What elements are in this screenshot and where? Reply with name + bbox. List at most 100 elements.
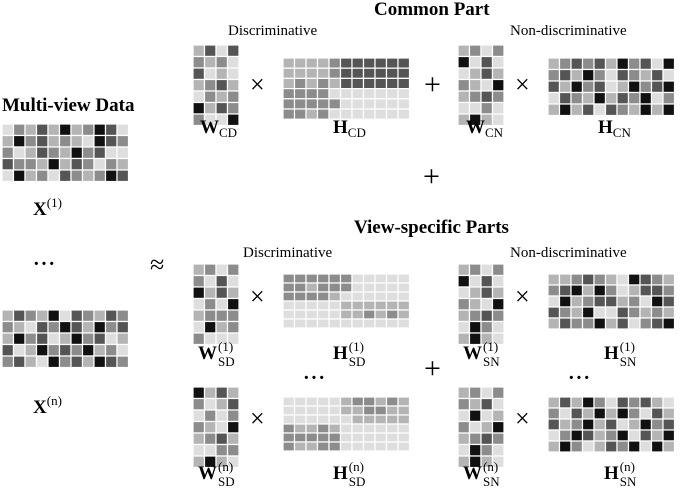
matrix-cell [650,284,664,297]
times-operator-cn: × [515,70,530,99]
matrix-h-cd [282,57,411,120]
matrix-cell [547,103,561,117]
matrix-cell [604,273,618,286]
matrix-cell [593,429,607,442]
matrix-cell [650,418,664,431]
matrix-cell [570,418,584,431]
matrix-cell [627,57,641,71]
matrix-cell [570,407,584,420]
matrix-cell [81,332,95,346]
common-part-heading: Common Part [374,0,490,20]
matrix-cell [81,355,95,369]
matrix-cell [457,443,471,457]
matrix-cell [24,157,38,171]
label-w-sdn: W(n)SD [198,459,235,489]
matrix-cell [316,87,330,100]
plus-operator-specific: + [424,352,441,385]
matrix-cell [339,405,353,416]
matrix-cell [93,169,107,183]
matrix-cell [305,396,319,407]
matrix-cell [604,429,618,442]
matrix-cell [570,91,584,105]
matrix-cell [116,332,130,346]
matrix-cell [293,273,307,284]
matrix-cell [293,414,307,425]
matrix-cell [570,57,584,71]
matrix-cell [570,273,584,286]
matrix-cell [12,332,26,346]
matrix-cell [192,320,206,334]
matrix-cell [293,67,307,79]
matrix-cell [192,309,206,323]
label-h-sdn: H(n)SD [333,459,366,489]
label-xn: X(n) [33,393,62,418]
times-operator-cd: × [250,70,265,99]
matrix-cell [293,291,307,302]
matrix-cell [70,355,84,369]
matrix-cell [282,432,296,443]
matrix-cell [226,44,240,58]
matrix-cell [491,263,505,277]
label-w-sd1: W(1)SD [198,339,235,369]
matrix-cell [639,396,653,409]
matrix-cell [457,409,471,423]
matrix-h-snn [547,396,676,453]
matrix-cell [226,113,240,127]
matrix-cell [616,295,630,308]
matrix-cell [1,332,15,346]
matrix-cell [457,90,471,104]
matrix-cell [70,332,84,346]
matrix-cell [215,78,229,92]
matrix-cell [593,295,607,308]
matrix-cell [604,68,618,82]
matrix-cell [362,67,376,79]
matrix-cell [639,273,653,286]
matrix-cell [93,343,107,357]
matrix-cell [293,423,307,434]
matrix-cell [374,396,388,407]
matrix-cell [192,44,206,58]
matrix-cell [581,284,595,297]
label-w-cn: WCN [466,117,504,140]
matrix-cell [468,443,482,457]
matrix-cell [570,317,584,330]
matrix-cell [351,291,365,302]
matrix-cell [226,420,240,434]
matrix-cell [70,134,84,148]
matrix-cell [662,396,676,409]
matrix-cell [491,409,505,423]
matrix-cell [397,423,411,434]
matrix-cell [81,146,95,160]
matrix-cell [1,343,15,357]
matrix-cell [351,282,365,293]
matrix-cell [293,57,307,69]
matrix-cell [480,443,494,457]
matrix-cell [558,306,572,319]
matrix-cell [328,300,342,311]
matrix-cell [558,440,572,453]
matrix-cell [547,429,561,442]
matrix-cell [491,67,505,81]
matrix-cell [385,291,399,302]
matrix-cell [397,291,411,302]
matrix-cell [58,134,72,148]
matrix-cell [215,397,229,411]
matrix-cell [116,146,130,160]
matrix-cell [305,273,319,284]
matrix-cell [104,343,118,357]
matrix-cell [282,300,296,311]
matrix-cell [581,396,595,409]
matrix-cell [293,432,307,443]
matrix-cell [1,157,15,171]
matrix-cell [362,318,376,329]
matrix-cell [328,396,342,407]
matrix-cell [24,343,38,357]
matrix-cell [203,297,217,311]
matrix-cell [116,134,130,148]
matrix-cell [192,443,206,457]
matrix-cell [374,441,388,452]
matrix-cell [468,101,482,115]
matrix-cell [104,157,118,171]
matrix-cell [104,169,118,183]
matrix-cell [385,67,399,79]
